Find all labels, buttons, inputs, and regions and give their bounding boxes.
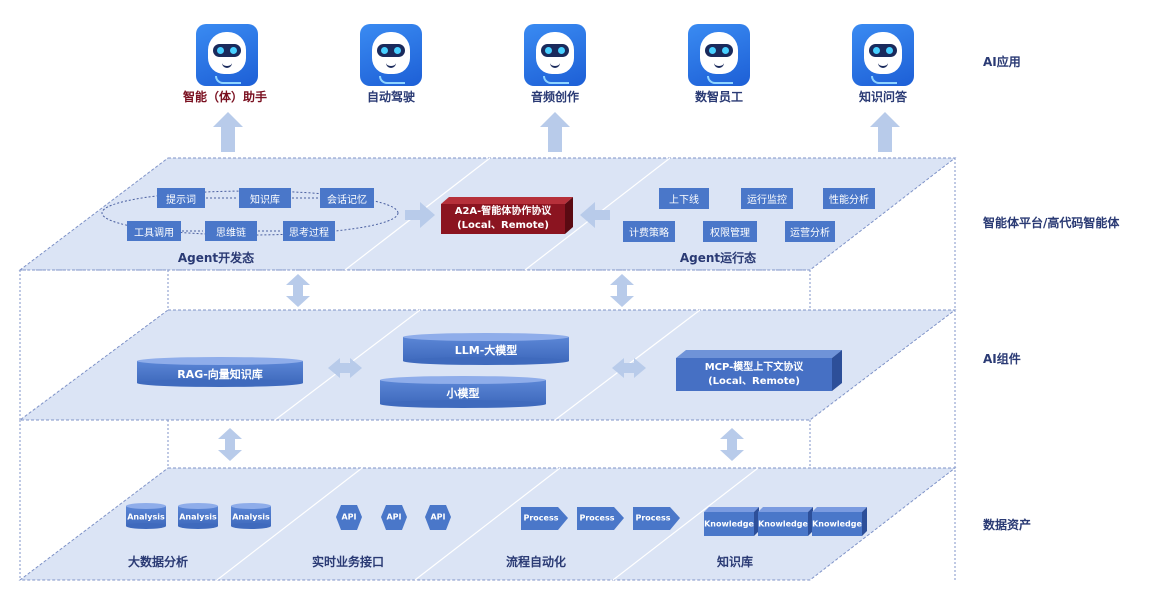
robot-digital-employee-icon[interactable]: [688, 24, 750, 86]
runtime-ops-analysis[interactable]: 运营分析: [785, 221, 835, 242]
small-model[interactable]: 小模型: [446, 387, 480, 400]
up-arrows: [213, 112, 900, 152]
analysis-item-3: Analysis: [232, 512, 270, 522]
runtime-permissions[interactable]: 权限管理: [703, 221, 757, 242]
mcp-line2: (Local、Remote): [708, 376, 800, 387]
mcp-box: [676, 350, 842, 391]
process-item-2: Process: [579, 513, 615, 523]
a2a-protocol[interactable]: A2A-智能体协作协议 (Local、Remote): [455, 205, 552, 233]
dev-node-thinking-process[interactable]: 思考过程: [283, 221, 335, 241]
layer-label-platform: 智能体平台/高代码智能体: [983, 216, 1120, 230]
data-group-bigdata[interactable]: 大数据分析: [127, 555, 189, 569]
dev-node-chain-of-thought[interactable]: 思维链: [205, 221, 257, 241]
api-item-3: API: [430, 512, 446, 522]
app-label-qa[interactable]: 知识问答: [858, 90, 908, 104]
runtime-monitoring[interactable]: 运行监控: [741, 188, 793, 209]
app-label-audio[interactable]: 音频创作: [530, 90, 580, 104]
data-group-knowledge-base[interactable]: 知识库: [716, 555, 754, 569]
api-item-2: API: [386, 512, 402, 522]
knowledge-item-1: Knowledge: [704, 519, 754, 529]
layer-label-app: AI应用: [983, 55, 1021, 69]
knowledge-item-3: Knowledge: [812, 519, 862, 529]
robot-audio-icon[interactable]: [524, 24, 586, 86]
dev-node-tool-call[interactable]: 工具调用: [127, 221, 181, 241]
knowledge-item-2: Knowledge: [758, 519, 808, 529]
data-layer: [18, 467, 957, 581]
runtime-billing[interactable]: 计费策略: [623, 221, 675, 242]
app-label-digital-employee[interactable]: 数智员工: [694, 90, 744, 104]
layer-label-data: 数据资产: [983, 518, 1032, 532]
llm-large-model[interactable]: LLM-大模型: [454, 344, 518, 357]
robot-autodrive-icon[interactable]: [360, 24, 422, 86]
dev-node-session-memory[interactable]: 会话记忆: [320, 188, 374, 208]
robot-qa-icon[interactable]: [852, 24, 914, 86]
mcp-line1: MCP-模型上下文协议: [704, 362, 804, 373]
data-group-process-automation[interactable]: 流程自动化: [505, 555, 567, 569]
analysis-item-1: Analysis: [127, 512, 165, 522]
dev-loop-arrows: [182, 197, 320, 232]
robot-assistant-icon[interactable]: [196, 24, 258, 86]
runtime-online-offline[interactable]: 上下线: [659, 188, 709, 209]
app-label-autodrive[interactable]: 自动驾驶: [366, 90, 416, 104]
rag-vector-kb[interactable]: RAG-向量知识库: [177, 368, 263, 381]
dev-node-knowledge[interactable]: 知识库: [239, 188, 291, 208]
mcp-protocol[interactable]: MCP-模型上下文协议 (Local、Remote): [705, 361, 804, 389]
data-group-realtime-api[interactable]: 实时业务接口: [311, 555, 385, 569]
agent-runtime-title: Agent运行态: [679, 251, 757, 265]
knowledge-boxes: [704, 507, 867, 536]
process-chevrons: [521, 507, 680, 530]
api-hexagons: [336, 505, 451, 530]
layer-label-components: AI组件: [983, 352, 1021, 366]
process-item-1: Process: [523, 513, 559, 523]
horizontal-arrows: [328, 202, 646, 378]
agent-dev-title: Agent开发态: [177, 251, 255, 265]
dev-node-prompt[interactable]: 提示词: [157, 188, 205, 208]
runtime-performance[interactable]: 性能分析: [823, 188, 875, 209]
analysis-item-2: Analysis: [179, 512, 217, 522]
app-label-assistant[interactable]: 智能（体）助手: [182, 90, 268, 104]
process-item-3: Process: [635, 513, 671, 523]
cylinders: [126, 333, 569, 529]
a2a-line2: (Local、Remote): [457, 220, 549, 231]
a2a-box: [441, 197, 573, 234]
a2a-line1: A2A-智能体协作协议: [454, 206, 552, 217]
vertical-double-arrows: [218, 274, 744, 461]
api-item-1: API: [341, 512, 357, 522]
